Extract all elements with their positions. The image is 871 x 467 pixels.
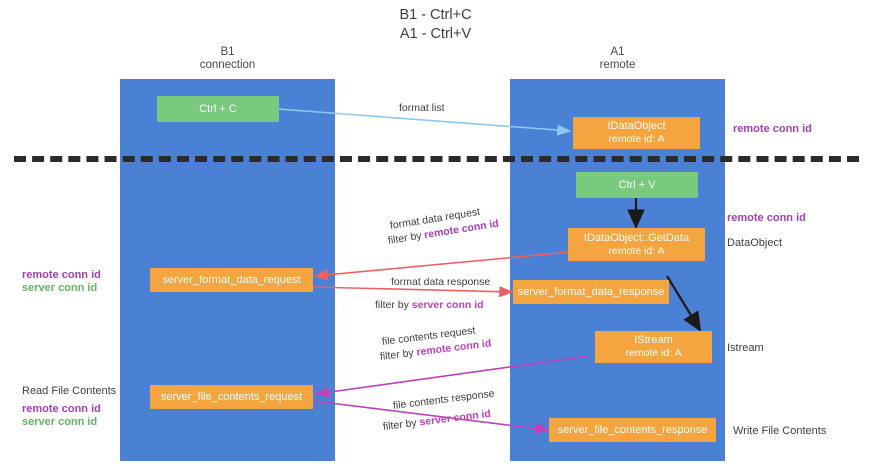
arrow-format-data-response: [311, 286, 514, 298]
arrow-label-format-data-response-filter: filter by server conn id: [375, 298, 484, 312]
annotation-left-read-file-contents: Read File Contents: [22, 385, 117, 397]
filter-prefix: filter by: [375, 299, 412, 311]
annotation-right-istream: Istream: [727, 342, 764, 354]
arrow-label-format-list: format list: [399, 102, 445, 114]
arrow-file-contents-request: [314, 355, 589, 398]
annotation-left-remote-conn-id-bottom: remote conn id: [22, 403, 101, 415]
box-ctrl-v-label: Ctrl + V: [618, 178, 656, 191]
box-server-file-contents-request-label: server_file_contents_request: [160, 390, 303, 403]
arrow-label-format-data-response: format data response: [391, 276, 491, 288]
page-title-line2: A1 - Ctrl+V: [399, 26, 472, 42]
lane-header-a1-name: A1: [610, 46, 625, 58]
lane-header-b1-name: B1: [220, 46, 235, 58]
arrow-response-to-istream: [666, 275, 702, 332]
box-ctrl-c-label: Ctrl + C: [199, 102, 237, 115]
box-server-file-contents-request[interactable]: server_file_contents_request: [150, 385, 313, 409]
annotation-left-server-conn-id-bottom: server conn id: [22, 416, 98, 428]
box-idataobject[interactable]: IDataObject remote id: A: [573, 117, 700, 149]
arrow-file-contents-response: [313, 400, 550, 434]
arrow-format-list: [277, 108, 572, 136]
phase-divider: [14, 156, 859, 162]
box-server-file-contents-response-label: server_file_contents_response: [557, 423, 708, 436]
arrow-format-data-request: [313, 251, 571, 281]
box-server-format-data-response[interactable]: server_format_data_response: [513, 280, 669, 304]
box-ctrl-v[interactable]: Ctrl + V: [576, 172, 698, 198]
annotation-right-dataobject: DataObject: [727, 237, 783, 249]
box-server-format-data-response-label: server_format_data_response: [517, 285, 665, 298]
annotation-right-remote-conn-id-mid: remote conn id: [727, 212, 806, 224]
annotation-right-write-file-contents: Write File Contents: [733, 425, 827, 437]
box-istream-remote-id: remote id: A: [625, 347, 682, 359]
box-idataobject-label: IDataObject: [607, 120, 666, 132]
box-server-format-data-request-label: server_format_data_request: [162, 273, 301, 286]
lane-header-a1-subtitle: remote: [599, 59, 636, 71]
lane-header-a1: A1 remote: [510, 46, 725, 72]
box-idataobject-remote-id: remote id: A: [608, 133, 665, 145]
page-title: B1 - Ctrl+C A1 - Ctrl+V: [0, 6, 871, 44]
annotation-left-server-conn-id-mid: server conn id: [22, 282, 98, 294]
annotation-right-remote-conn-id-top: remote conn id: [733, 123, 812, 135]
lane-header-b1: B1 connection: [120, 46, 335, 72]
box-idataobject-getdata[interactable]: IDataObject::GetData remote id: A: [568, 228, 705, 261]
filter-key-server-conn-id: server conn id: [411, 299, 484, 311]
box-idataobject-getdata-label: IDataObject::GetData: [583, 231, 690, 244]
box-server-format-data-request[interactable]: server_format_data_request: [150, 268, 313, 292]
annotation-left-remote-conn-id-mid: remote conn id: [22, 269, 101, 281]
box-idataobject-getdata-remote-id: remote id: A: [608, 244, 665, 257]
box-istream[interactable]: IStream remote id: A: [595, 331, 712, 363]
page-title-line1: B1 - Ctrl+C: [399, 7, 472, 23]
box-istream-label: IStream: [634, 334, 673, 346]
box-server-file-contents-response[interactable]: server_file_contents_response: [549, 418, 716, 442]
box-ctrl-c[interactable]: Ctrl + C: [157, 96, 279, 122]
lane-header-b1-subtitle: connection: [199, 59, 256, 71]
